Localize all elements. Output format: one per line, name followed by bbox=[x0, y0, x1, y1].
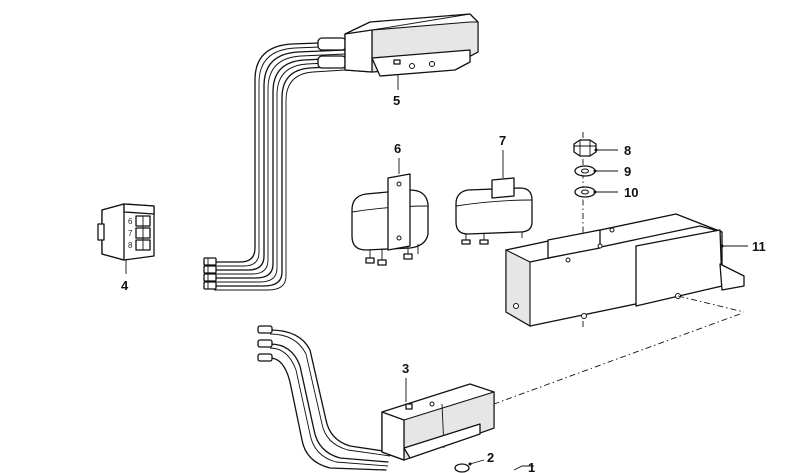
part-label-7: 7 bbox=[499, 133, 506, 148]
part-label-4: 4 bbox=[121, 278, 129, 293]
part-label-5: 5 bbox=[393, 93, 400, 108]
part-label-11: 11 bbox=[752, 239, 766, 254]
pin-label: 6 bbox=[128, 217, 133, 226]
part-label-1: 1 bbox=[528, 460, 535, 473]
wiring-harness-upper bbox=[203, 13, 479, 291]
part-label-3: 3 bbox=[402, 361, 409, 376]
wiring-harness-lower bbox=[257, 325, 534, 473]
part-label-6: 6 bbox=[394, 141, 401, 156]
relay-large bbox=[351, 158, 429, 266]
pin-label: 7 bbox=[128, 229, 133, 238]
part-label-2: 2 bbox=[487, 450, 494, 465]
relay-small bbox=[455, 150, 533, 245]
part-label-10: 10 bbox=[624, 185, 638, 200]
mounting-bracket bbox=[505, 213, 748, 327]
part-label-8: 8 bbox=[624, 143, 631, 158]
part-label-9: 9 bbox=[624, 164, 631, 179]
assembly-leader bbox=[493, 313, 741, 405]
fastener-stack bbox=[573, 132, 618, 330]
pin-label: 8 bbox=[128, 241, 133, 250]
connector-plug: 6 7 8 bbox=[97, 203, 155, 274]
